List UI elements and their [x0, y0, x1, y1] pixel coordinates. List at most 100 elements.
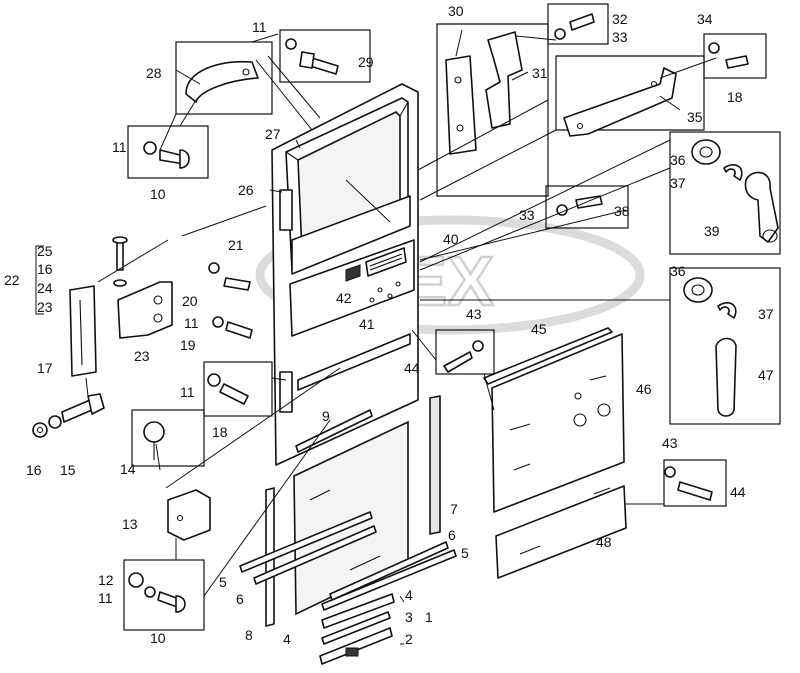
washer-16	[32, 422, 48, 438]
label-44-bottom: 44	[730, 484, 746, 500]
grab-handle-35-box	[555, 55, 705, 137]
label-5-right: 5	[461, 545, 469, 561]
door-lever-47	[715, 337, 737, 417]
label-9: 9	[322, 408, 330, 424]
bolt-18-box-top	[703, 33, 767, 79]
label-16-bottom: 16	[26, 462, 42, 478]
hinge-pin	[116, 239, 124, 271]
label-29: 29	[358, 54, 374, 70]
label-19: 19	[180, 337, 196, 353]
label-43-bottom: 43	[662, 435, 678, 451]
window-crank-39	[744, 171, 779, 243]
regulator-part-3	[321, 611, 391, 645]
hinge-assembly	[69, 236, 173, 377]
label-41: 41	[359, 316, 375, 332]
label-14: 14	[120, 461, 136, 477]
label-13: 13	[122, 516, 138, 532]
part-labels: 1 2 3 4 4 5 5 6 6 7 8 9 10 10 11 11 11 1…	[4, 3, 774, 647]
washer-11-bottom	[144, 586, 156, 598]
label-43-top: 43	[466, 306, 482, 322]
label-8: 8	[245, 627, 253, 643]
label-33: 33	[519, 207, 535, 223]
bolt-17	[61, 399, 93, 423]
bolt-19	[225, 321, 253, 339]
label-12: 12	[98, 572, 114, 588]
label-27: 27	[265, 126, 281, 142]
label-34: 34	[697, 11, 713, 27]
screw-44-top-box	[435, 329, 495, 375]
label-46: 46	[636, 381, 652, 397]
label-38: 38	[614, 203, 630, 219]
label-20: 20	[182, 293, 198, 309]
label-18-left: 18	[212, 424, 228, 440]
washer-11-top	[285, 38, 297, 50]
bracket-13	[167, 489, 211, 541]
bolt-29	[309, 57, 339, 75]
screw-44b	[677, 481, 713, 501]
striker-31	[485, 31, 523, 129]
grab-handle-35	[563, 67, 677, 137]
label-48: 48	[596, 534, 612, 550]
door-lower-rail	[297, 333, 411, 391]
label-30: 30	[448, 3, 464, 19]
label-2: 2	[405, 631, 413, 647]
label-17: 17	[37, 360, 53, 376]
grab-handle-28	[185, 60, 259, 103]
label-6-right: 6	[448, 527, 456, 543]
washer-20	[208, 262, 220, 274]
seal-5-right	[321, 549, 457, 611]
label-23-bottom: 23	[134, 348, 150, 364]
label-22: 22	[4, 272, 20, 288]
label-47: 47	[758, 367, 774, 383]
label-37-bottom: 37	[758, 306, 774, 322]
label-40: 40	[443, 231, 459, 247]
label-3: 3	[405, 609, 413, 625]
label-45: 45	[531, 321, 547, 337]
bolt-18-top	[725, 55, 749, 69]
label-10-bottom: 10	[150, 630, 166, 646]
label-11-d: 11	[180, 384, 195, 400]
window-lower-rail	[291, 195, 411, 275]
spring-clip-37b	[717, 302, 737, 319]
window-crank-box	[669, 131, 781, 255]
hinge-leaf	[117, 281, 173, 339]
label-24: 24	[37, 280, 53, 296]
label-18-top: 18	[727, 89, 743, 105]
window-glass-assembly	[239, 395, 457, 665]
label-11-b: 11	[112, 139, 127, 155]
label-11-c: 11	[184, 315, 199, 331]
washer-11-mid	[212, 316, 224, 328]
latch-box	[436, 23, 549, 197]
speaker-grille	[365, 247, 407, 277]
washer-11-left	[143, 141, 157, 155]
push-rivet-14	[143, 421, 165, 443]
screw-44	[443, 351, 473, 373]
label-36-top: 36	[670, 152, 686, 168]
label-28: 28	[146, 65, 162, 81]
bolt-17-group	[32, 393, 105, 438]
label-7: 7	[450, 501, 458, 517]
label-23-top: 23	[37, 299, 53, 315]
bolt-10-box-bottom	[123, 559, 205, 631]
hinge-washer	[113, 279, 127, 287]
label-37-top: 37	[670, 175, 686, 191]
seal-6-right	[329, 541, 449, 601]
trim-panel-assembly	[483, 327, 627, 579]
seal-5-left	[239, 511, 373, 573]
label-16-top: 16	[37, 261, 53, 277]
washer-43b	[664, 466, 676, 478]
label-36-bottom: 36	[670, 263, 686, 279]
regulator-part-2	[319, 627, 393, 665]
washer-33-top	[554, 28, 566, 40]
screw-44-bottom-box	[663, 459, 727, 507]
screw-21	[223, 277, 251, 291]
label-39: 39	[704, 223, 720, 239]
bracket-box	[131, 409, 211, 541]
bolt-19-21	[208, 262, 253, 339]
bolt-32	[569, 13, 595, 31]
label-5-left: 5	[219, 574, 227, 590]
label-35: 35	[687, 109, 703, 125]
label-25: 25	[37, 243, 53, 259]
escutcheon-36	[691, 139, 721, 165]
washer-12	[128, 572, 144, 588]
